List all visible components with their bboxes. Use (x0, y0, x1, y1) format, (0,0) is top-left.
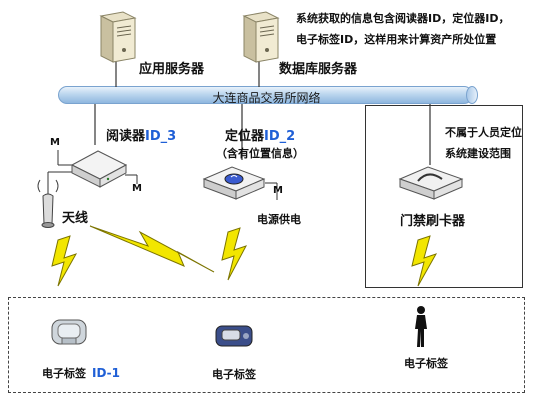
reader-device-icon (70, 150, 128, 188)
tag-1-text: 电子标签 (42, 367, 86, 380)
card-reader-icon (398, 166, 464, 200)
info-note-line2: 电子标签ID，这样用来计算资产所处位置 (296, 33, 497, 46)
person-icon (415, 306, 427, 347)
card-reader-label: 门禁刷卡器 (400, 214, 466, 229)
lightning-icon (89, 225, 215, 273)
reader-label: 阅读器ID_3 (106, 125, 176, 144)
locator-prefix: 定位器 (225, 129, 265, 144)
antenna-label: 天线 (62, 211, 89, 226)
app-server-icon (99, 11, 137, 63)
locator-subtitle: （含有位置信息） (216, 147, 304, 160)
tag-2-label: 电子标签 (212, 368, 256, 381)
tag-3-label: 电子标签 (404, 357, 448, 370)
locator-port: M (273, 185, 283, 196)
info-note-line1: 系统获取的信息包含阅读器ID，定位器ID， (296, 12, 510, 25)
locator-id: ID_2 (264, 129, 296, 144)
tag-2-device-icon (215, 325, 253, 347)
reader-port-top: M (50, 137, 60, 148)
tag-1-id: ID-1 (92, 366, 120, 380)
lightning-icon (221, 227, 248, 281)
network-label: 大连商品交易所网络 (212, 91, 321, 105)
locator-device-icon (202, 166, 266, 200)
antenna-icon (37, 179, 59, 228)
reader-id: ID_3 (145, 129, 177, 144)
lightning-icon (51, 235, 78, 287)
locator-label: 定位器ID_2 (225, 125, 295, 144)
out-of-scope-note-line2: 系统建设范围 (445, 147, 511, 160)
reader-prefix: 阅读器 (106, 129, 146, 144)
out-of-scope-box (365, 105, 523, 288)
lightning-icon (411, 235, 438, 287)
network-bus (58, 86, 478, 104)
database-server-label: 数据库服务器 (279, 62, 358, 77)
tag-zone (8, 297, 525, 393)
locator-power-label: 电源供电 (257, 213, 301, 226)
tag-1-device-icon (51, 319, 87, 345)
database-server-icon (242, 11, 280, 63)
tag-1-label: 电子标签 ID-1 (42, 365, 120, 381)
out-of-scope-note-line1: 不属于人员定位 (445, 126, 522, 139)
app-server-label: 应用服务器 (139, 62, 205, 77)
reader-port-bottom: M (132, 183, 142, 194)
